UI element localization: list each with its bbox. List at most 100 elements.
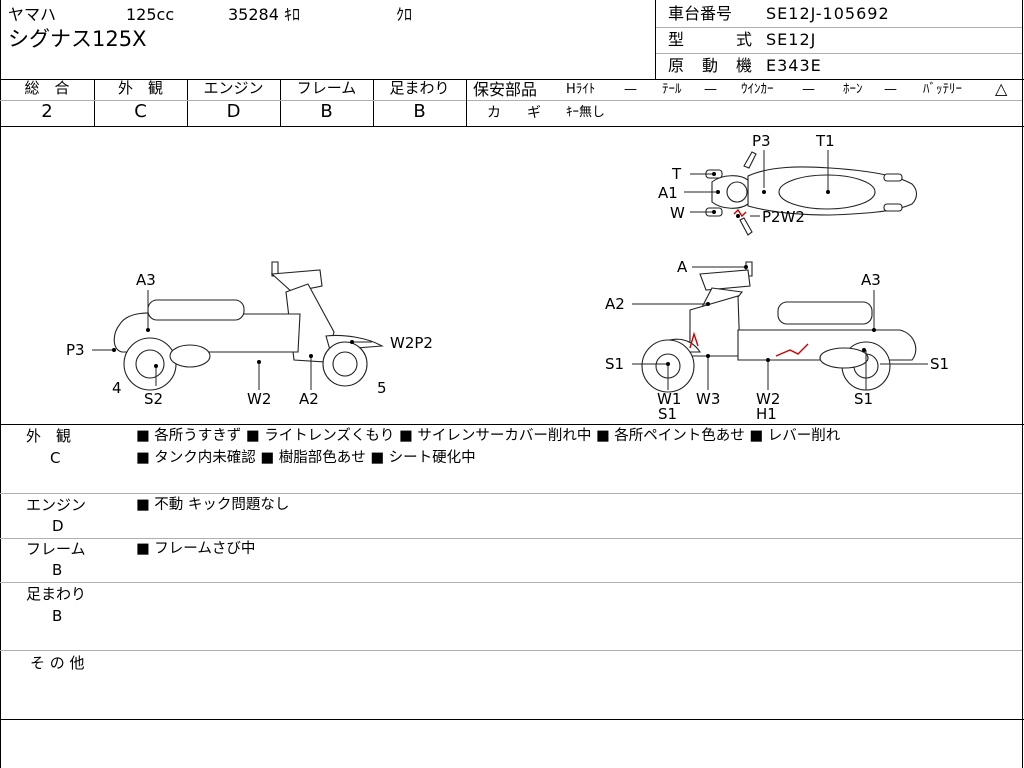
grade-engine-label: エンジン — [203, 79, 264, 97]
type-label-2: 式 — [736, 30, 753, 49]
label-top-t: T — [671, 165, 682, 183]
remark-frame-label: フレーム — [26, 540, 86, 558]
outer-border-right — [1022, 0, 1023, 768]
displacement: 125cc — [126, 5, 175, 24]
label-left-s2: S2 — [144, 390, 163, 408]
type-value: SE12J — [766, 30, 817, 49]
label-left-4: 4 — [112, 379, 122, 397]
grade-divider-2 — [187, 79, 188, 126]
label-left-5: 5 — [377, 379, 387, 397]
label-left-a2: A2 — [299, 390, 319, 408]
remark-engine-label: エンジン — [26, 496, 87, 514]
remark-exterior-line-2: ■ タンク内未確認 ■ 樹脂部色あせ ■ シート硬化中 — [136, 450, 476, 466]
scooter-left-view — [113, 261, 384, 391]
label-left-w2: W2 — [247, 390, 271, 408]
label-top-p3: P3 — [752, 132, 771, 150]
leader-lines — [92, 150, 928, 390]
label-right-s1-rear: S1 — [854, 390, 873, 408]
remark-suspension-label: 足まわり — [26, 585, 87, 603]
remark-suspension-grade: B — [52, 607, 63, 625]
remark-exterior-line-1: ■ 各所うすきず ■ ライトレンズくもり ■ サイレンサーカバー削れ中 ■ 各所… — [136, 428, 841, 444]
label-left-a3: A3 — [136, 271, 156, 289]
safety-headlight-value: — — [624, 82, 637, 97]
leader-dots — [112, 172, 876, 368]
type-label-1: 型 — [668, 30, 685, 49]
maker: ヤマハ — [8, 5, 57, 24]
remark-divider-1 — [0, 493, 1022, 494]
label-right-a: A — [677, 258, 688, 276]
label-top-t1: T1 — [815, 132, 835, 150]
remark-exterior-label: 外 観 — [26, 427, 72, 445]
remark-exterior-grade: C — [50, 449, 61, 467]
engine-label-3: 機 — [736, 56, 753, 75]
label-right-s1-under: S1 — [658, 405, 677, 423]
line-under-header — [0, 79, 1024, 80]
grade-frame-label: フレーム — [296, 79, 357, 97]
safety-headlight-label: Hﾗｲﾄ — [566, 82, 596, 97]
safety-horn-value: — — [884, 82, 897, 97]
safety-taillight-value: — — [704, 82, 717, 97]
label-top-w: W — [670, 204, 685, 222]
grade-suspension-label: 足まわり — [389, 79, 450, 97]
remark-engine-grade: D — [52, 517, 64, 535]
line-under-grades — [0, 126, 1024, 127]
model-name: シグナス125X — [8, 27, 147, 51]
safety-battery-value: △ — [995, 79, 1008, 98]
frame-no-label: 車台番号 — [668, 4, 733, 23]
grade-total-label: 総 合 — [24, 79, 70, 97]
label-right-s1-left: S1 — [605, 355, 624, 373]
grade-divider-4 — [373, 79, 374, 126]
label-left-w2p2: W2P2 — [390, 334, 433, 352]
remark-divider-4 — [0, 650, 1022, 651]
label-right-w3: W3 — [696, 390, 720, 408]
key-value: ｷｰ無し — [566, 105, 606, 120]
scooter-top-view — [705, 151, 918, 236]
safety-winker-value: — — [802, 82, 815, 97]
grade-engine-value: D — [226, 101, 241, 122]
key-label-2: ギ — [527, 105, 541, 121]
label-right-w2: W2 — [756, 390, 780, 408]
grade-exterior-value: C — [134, 101, 147, 122]
header-right-line-2 — [656, 53, 1022, 54]
key-label-1: カ — [487, 105, 501, 121]
mileage: 35284 ｷﾛ — [228, 5, 300, 24]
label-top-p2w2: P2W2 — [762, 208, 805, 226]
grade-exterior-label: 外 観 — [117, 79, 163, 97]
safety-taillight-label: ﾃｰﾙ — [662, 82, 682, 97]
label-right-a3: A3 — [861, 271, 881, 289]
label-right-h1: H1 — [756, 405, 777, 423]
remark-other-label: そ の 他 — [30, 654, 85, 672]
safety-horn-label: ﾎｰﾝ — [843, 82, 863, 97]
engine-value: E343E — [766, 56, 822, 75]
header-right-line-1 — [656, 27, 1022, 28]
grade-divider-3 — [280, 79, 281, 126]
remark-divider-2 — [0, 538, 1022, 539]
frame-no: SE12J-105692 — [766, 4, 890, 23]
safety-battery-label: ﾊﾞｯﾃﾘｰ — [923, 82, 962, 97]
remark-frame-grade: B — [52, 561, 63, 579]
outer-border-left — [0, 0, 1, 768]
header-divider — [655, 0, 656, 79]
remark-frame-line-1: ■ フレームさび中 — [136, 541, 256, 557]
engine-label-2: 動 — [702, 56, 719, 75]
engine-label-1: 原 — [668, 56, 685, 75]
grade-divider-5 — [466, 79, 467, 126]
safety-winker-label: ｳｲﾝｶｰ — [741, 82, 774, 97]
damage-marks — [689, 208, 809, 357]
safety-mid-line — [467, 100, 1022, 101]
grade-divider-1 — [94, 79, 95, 126]
safety-title: 保安部品 — [473, 80, 538, 99]
grade-frame-value: B — [320, 101, 333, 122]
color: ｸﾛ — [396, 5, 413, 24]
grade-suspension-value: B — [413, 101, 426, 122]
diagram-labels: P3 T1 T A1 W P2W2 A3 P3 W2P2 4 S2 W2 A2 … — [66, 132, 949, 423]
label-right-s1-right: S1 — [930, 355, 949, 373]
label-top-a1: A1 — [658, 184, 678, 202]
remark-divider-5 — [0, 719, 1024, 720]
label-right-w1: W1 — [657, 390, 681, 408]
remark-engine-line-1: ■ 不動 キック問題なし — [136, 497, 290, 513]
grade-total-value: 2 — [41, 101, 53, 122]
remark-divider-3 — [0, 582, 1022, 583]
line-under-diagram — [0, 424, 1024, 425]
